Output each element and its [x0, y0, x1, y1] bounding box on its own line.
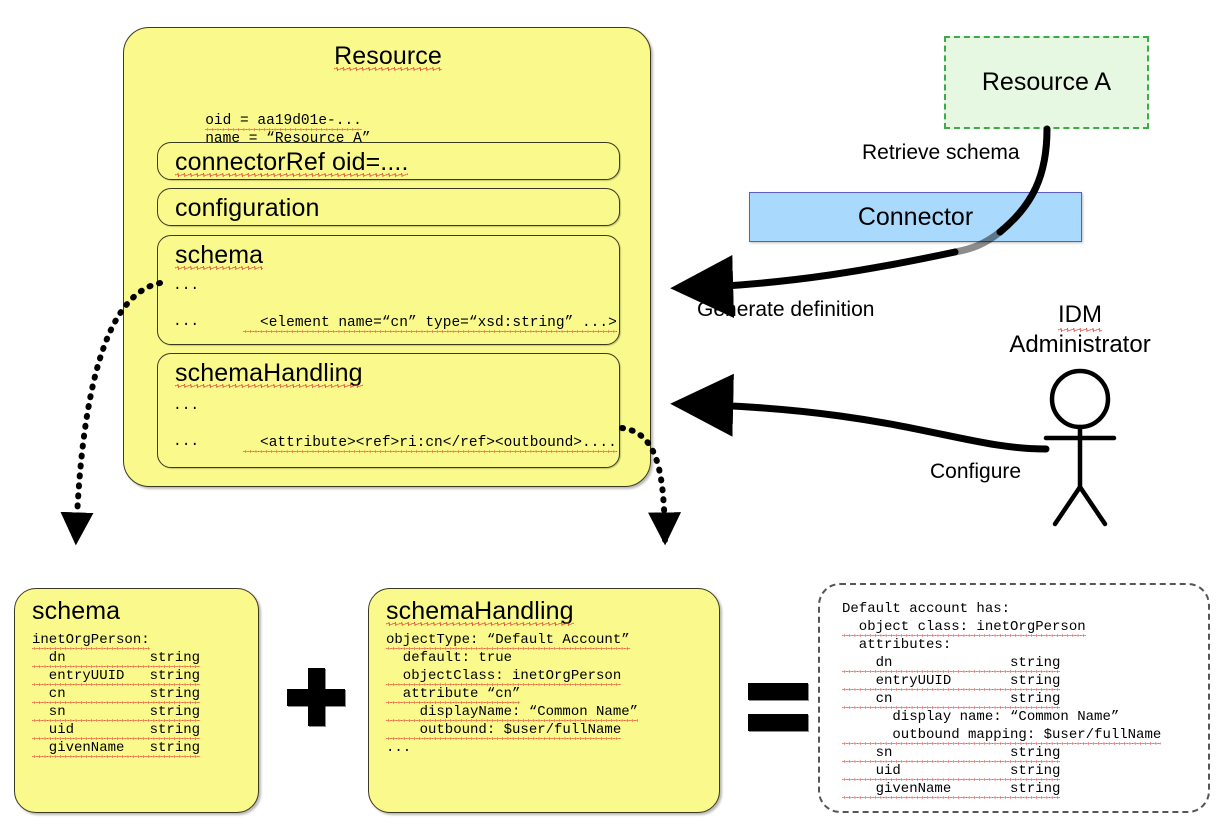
resource-a-label: Resource A	[981, 68, 1112, 96]
section-configuration-title: configuration	[175, 194, 320, 222]
section-schemahandling-line-0: ...	[173, 398, 200, 414]
section-schema-line-0: ...	[173, 278, 200, 294]
admin-title-line1-text: IDM	[1058, 301, 1102, 332]
bottom-schemahandling-line-1: default: true	[386, 650, 513, 666]
result-line-7: outbound mapping: $user/fullName	[842, 727, 1162, 745]
bottom-schemahandling-line-2: objectClass: inetOrgPerson	[386, 668, 622, 686]
result-line-8: sn string	[842, 745, 1061, 763]
bottom-schemahandling-line-3: attribute “cn”	[386, 686, 521, 704]
bottom-schemahandling-line-6: ...	[386, 740, 412, 756]
result-line-5: cn string	[842, 691, 1061, 709]
resource-panel: Resource oid = aa19d01e-... name = “Reso…	[123, 27, 651, 487]
resource-title-text: Resource	[334, 42, 442, 71]
bottom-schema-panel: schema inetOrgPerson: dn string entryUUI…	[14, 588, 259, 813]
section-connectorref-title: connectorRef oid=....	[175, 148, 409, 177]
bottom-schemahandling-line-4: displayName: “Common Name”	[386, 704, 639, 722]
section-schema-title: schema	[175, 241, 264, 270]
section-schemahandling-line-1: <attribute><ref>ri:cn</ref><outbound>...…	[173, 415, 617, 471]
equals-operator	[748, 683, 808, 731]
section-configuration[interactable]: configuration	[157, 188, 620, 226]
retrieve-schema-label: Retrieve schema	[862, 141, 1020, 164]
bottom-schema-line-5: uid string	[32, 722, 201, 740]
generate-definition-arrow	[670, 248, 959, 319]
admin-left-leg-line	[1052, 484, 1083, 527]
bottom-schema-line-2: entryUUID string	[32, 668, 201, 686]
admin-title-line1: IDM	[980, 300, 1180, 332]
bottom-schema-line-4: sn string	[32, 704, 201, 722]
section-schemahandling-attribute-text: <attribute><ref>ri:cn</ref><outbound>...…	[242, 434, 617, 453]
admin-title: IDM Administrator	[980, 300, 1180, 360]
result-line-3: dn string	[842, 655, 1061, 673]
result-line-9: uid string	[842, 763, 1061, 781]
resource-title: Resource	[124, 42, 652, 71]
bottom-schemahandling-line-5: outbound: $user/fullName	[386, 722, 622, 740]
resource-oid-line: oid = aa19d01e-...	[153, 93, 362, 149]
result-line-1: object class: inetOrgPerson	[842, 619, 1086, 637]
bottom-schemahandling-title: schemaHandling	[386, 597, 574, 626]
bottom-schema-title: schema	[32, 597, 121, 625]
section-connectorref[interactable]: connectorRef oid=....	[157, 142, 620, 180]
bottom-schema-line-0: inetOrgPerson:	[32, 632, 150, 650]
configure-arrow	[670, 373, 1050, 453]
resource-a-box[interactable]: Resource A	[944, 36, 1149, 129]
bottom-schema-line-1: dn string	[32, 650, 201, 668]
result-line-4: entryUUID string	[842, 673, 1061, 691]
result-line-6: display name: “Common Name”	[842, 709, 1120, 725]
plus-operator	[287, 668, 345, 726]
bottom-schemahandling-line-0: objectType: “Default Account”	[386, 632, 630, 650]
generate-definition-label: Generate definition	[697, 298, 875, 321]
admin-title-line2: Administrator	[1009, 331, 1151, 358]
result-panel: Default account has: object class: inetO…	[818, 583, 1210, 813]
connector-box[interactable]: Connector	[749, 192, 1082, 242]
section-schema-line-2: ...	[173, 314, 200, 330]
configure-label: Configure	[930, 460, 1022, 483]
result-line-10: givenName string	[842, 781, 1061, 799]
connector-label: Connector	[857, 202, 974, 231]
section-schemahandling[interactable]: schemaHandling ... <attribute><ref>ri:cn…	[157, 353, 620, 468]
resource-oid-text: oid = aa19d01e-...	[205, 112, 362, 131]
section-schemahandling-title: schemaHandling	[175, 359, 363, 388]
result-line-2: attributes:	[842, 637, 952, 653]
bottom-schema-line-6: givenName string	[32, 740, 201, 758]
section-schema[interactable]: schema ... <element name=“cn” type=“xsd:…	[157, 235, 620, 345]
bottom-schema-line-3: cn string	[32, 686, 201, 704]
section-schemahandling-line-2: ...	[173, 434, 200, 450]
section-schema-element-text: <element name=“cn” type=“xsd:string” ...…	[242, 314, 617, 333]
admin-head-icon	[1049, 368, 1111, 430]
admin-right-leg-line	[1077, 484, 1108, 527]
bottom-schemahandling-panel: schemaHandling objectType: “Default Acco…	[368, 588, 720, 813]
result-line-0: Default account has:	[842, 601, 1011, 617]
admin-stick-figure	[1043, 368, 1117, 527]
section-schema-line-1: <element name=“cn” type=“xsd:string” ...…	[173, 295, 617, 351]
